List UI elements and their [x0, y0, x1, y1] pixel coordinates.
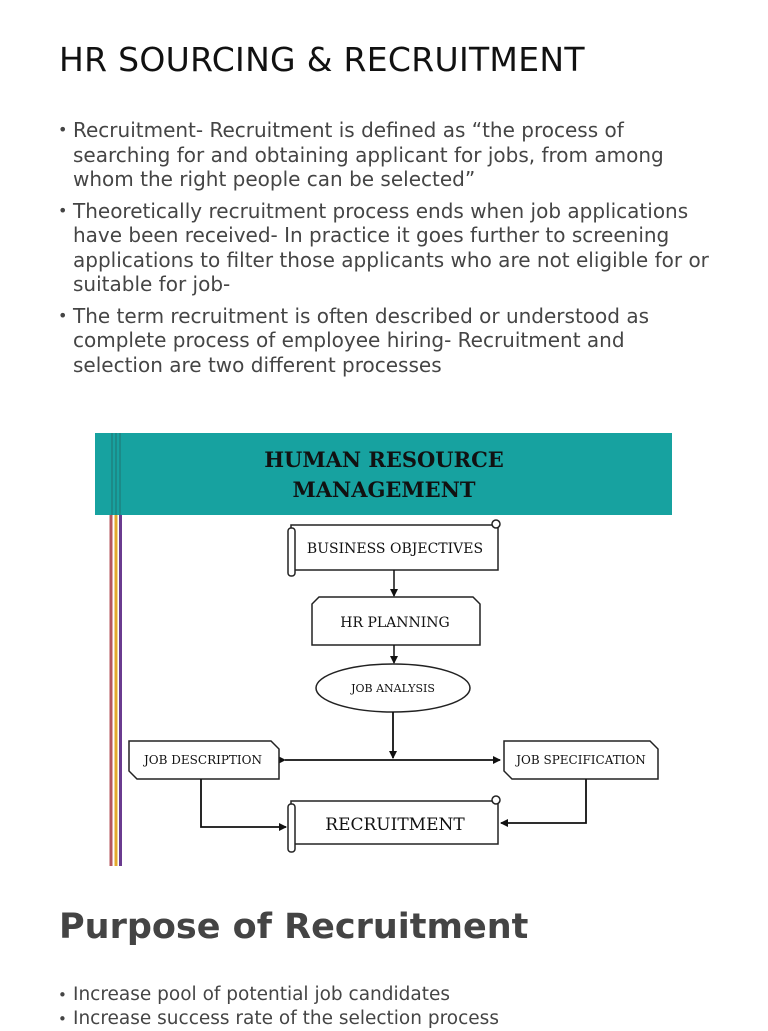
node-label: JOB DESCRIPTION: [142, 753, 262, 767]
bullet-dot: •: [58, 120, 68, 139]
node-label: JOB ANALYSIS: [350, 682, 435, 695]
node-label: JOB SPECIFICATION: [514, 753, 646, 767]
bullet-item: •The term recruitment is often described…: [58, 304, 718, 378]
bullet-item: • Increase pool of potential job candidat…: [58, 983, 738, 1007]
node-label: RECRUITMENT: [325, 815, 465, 835]
bullet-dot: •: [58, 1010, 67, 1028]
diagram-header-band: [95, 433, 672, 515]
diagram-svg: HUMAN RESOURCE MANAGEMENT BUSINESS OBJEC…: [95, 433, 672, 866]
node-label: BUSINESS OBJECTIVES: [307, 541, 483, 557]
bullet-item: • Recruitment- Recruitment is defined as …: [58, 118, 718, 192]
diagram-header-line1: HUMAN RESOURCE: [264, 447, 504, 472]
bullet-text: Recruitment- Recruitment is defined as “…: [73, 118, 664, 191]
node-job-analysis: JOB ANALYSIS: [315, 663, 471, 713]
node-job-description: JOB DESCRIPTION: [128, 740, 280, 780]
bullet-text: Increase pool of potential job candidate…: [73, 984, 451, 1005]
node-recruitment: RECRUITMENT: [287, 795, 501, 853]
section-title: Purpose of Recruitment: [59, 907, 529, 947]
bullet-item: • Increase success rate of the selection…: [58, 1007, 738, 1031]
diagram-header-line2: MANAGEMENT: [292, 477, 475, 502]
node-job-specification: JOB SPECIFICATION: [503, 740, 659, 780]
bullet-list: •Recruitment- Recruitment is defined as …: [58, 118, 718, 384]
hrm-flow-diagram: HUMAN RESOURCE MANAGEMENT BUSINESS OBJEC…: [95, 433, 672, 866]
node-hr-planning: HR PLANNING: [311, 596, 481, 646]
slide-title: HR SOURCING & RECRUITMENT: [59, 40, 585, 79]
node-business-objectives: BUSINESS OBJECTIVES: [287, 519, 501, 577]
bullet-text: Theoretically recruitment process ends w…: [73, 198, 709, 297]
bullet-dot: •: [58, 305, 68, 325]
bullet-text: The term recruitment is often described …: [73, 303, 649, 377]
node-label: HR PLANNING: [340, 615, 450, 631]
bullet-text: Increase success rate of the selection p…: [73, 1008, 499, 1029]
bullet-dot: •: [58, 986, 67, 1004]
bullet-dot: •: [58, 200, 68, 220]
bullet-item: •Theoretically recruitment process ends …: [58, 199, 718, 297]
